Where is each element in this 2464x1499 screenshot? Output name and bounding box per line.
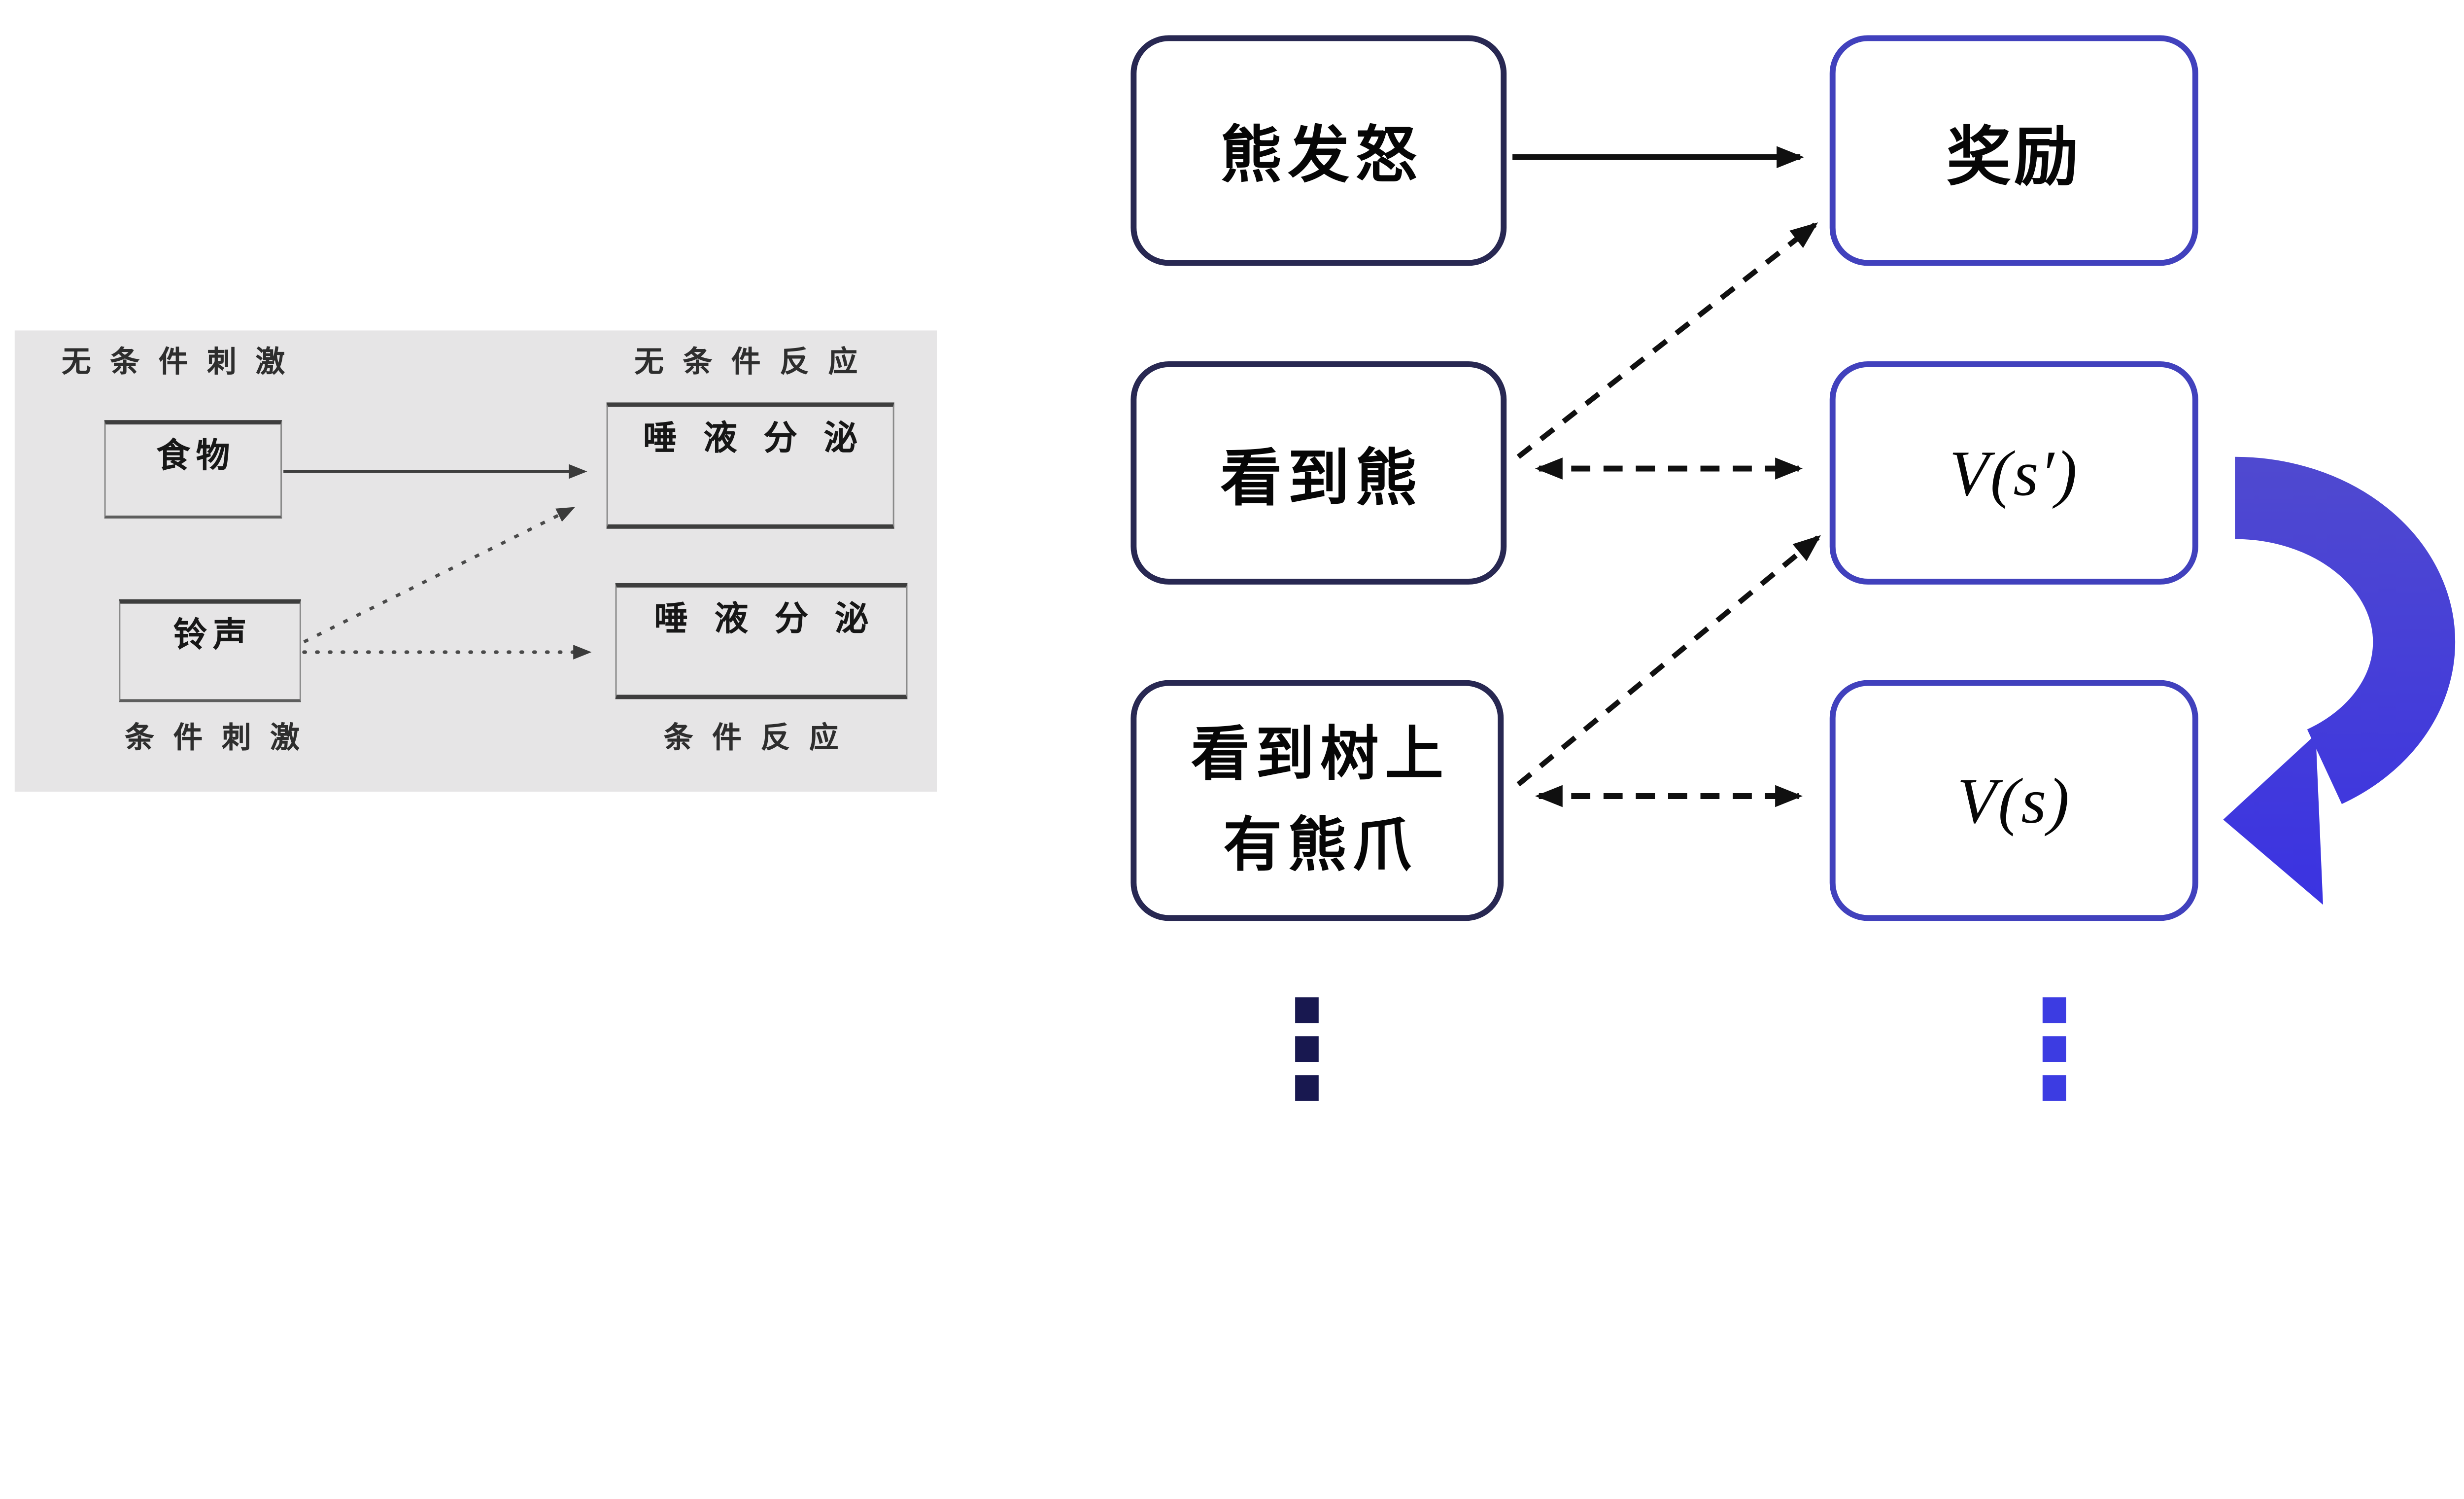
slide-canvas: 无条件刺激 无条件反应 食物 唾液分泌 铃声 唾液分泌 条件刺激 条件反应 熊发… — [14, 35, 2456, 1101]
box-bell: 铃声 — [119, 599, 301, 702]
box-bell-label: 铃声 — [173, 615, 253, 654]
ellipsis-left — [1295, 997, 1319, 1101]
box-value-next-state: V(s′) — [1829, 361, 2198, 585]
label-conditioned-stimulus: 条件刺激 — [125, 723, 319, 755]
box-value-next-state-label: V(s′) — [1949, 437, 2079, 509]
box-salivation-conditioned-label: 唾液分泌 — [654, 599, 895, 638]
box-value-state-label: V(s) — [1957, 764, 2071, 837]
box-see-bear-claws-line1: 看到树上 — [1191, 723, 1450, 788]
box-food-label: 食物 — [156, 436, 236, 475]
box-value-state: V(s) — [1829, 680, 2198, 921]
box-bear-rage-label: 熊发怒 — [1220, 120, 1423, 190]
arrow-see-bear-to-reward — [1516, 222, 1818, 459]
box-food: 食物 — [104, 420, 282, 519]
label-conditioned-response: 条件反应 — [663, 723, 858, 755]
arrow-see-claws-to-v-s-prime — [1516, 535, 1821, 787]
box-bear-rage: 熊发怒 — [1130, 35, 1507, 266]
ellipsis-right — [2042, 997, 2066, 1101]
ellipsis-right-dot — [2042, 997, 2066, 1023]
box-salivation-unconditioned-label: 唾液分泌 — [643, 418, 884, 457]
box-reward: 奖励 — [1829, 35, 2198, 266]
box-see-bear-claws: 看到树上有熊爪 — [1130, 680, 1504, 921]
swoosh-arrowhead — [2223, 734, 2323, 905]
swoosh-band — [2234, 456, 2456, 804]
box-see-bear-label: 看到熊 — [1220, 443, 1423, 512]
label-unconditioned-response: 无条件反应 — [634, 347, 877, 379]
ellipsis-right-dot — [2042, 1036, 2066, 1062]
ellipsis-left-dot — [1295, 1036, 1319, 1062]
classical-conditioning-panel: 无条件刺激 无条件反应 食物 唾液分泌 铃声 唾液分泌 条件刺激 条件反应 — [14, 330, 937, 792]
box-reward-label: 奖励 — [1946, 121, 2082, 193]
box-see-bear: 看到熊 — [1130, 361, 1507, 585]
box-salivation-conditioned: 唾液分泌 — [615, 583, 908, 699]
ellipsis-right-dot — [2042, 1075, 2066, 1101]
label-unconditioned-stimulus: 无条件刺激 — [62, 347, 304, 379]
box-see-bear-claws-label: 看到树上有熊爪 — [1185, 709, 1449, 891]
ellipsis-left-dot — [1295, 997, 1319, 1023]
ellipsis-left-dot — [1295, 1075, 1319, 1101]
box-see-bear-claws-line2: 有熊爪 — [1223, 813, 1417, 878]
swoosh-arrow-v-s-prime-to-v-s — [2223, 456, 2456, 905]
box-salivation-unconditioned: 唾液分泌 — [606, 402, 894, 529]
